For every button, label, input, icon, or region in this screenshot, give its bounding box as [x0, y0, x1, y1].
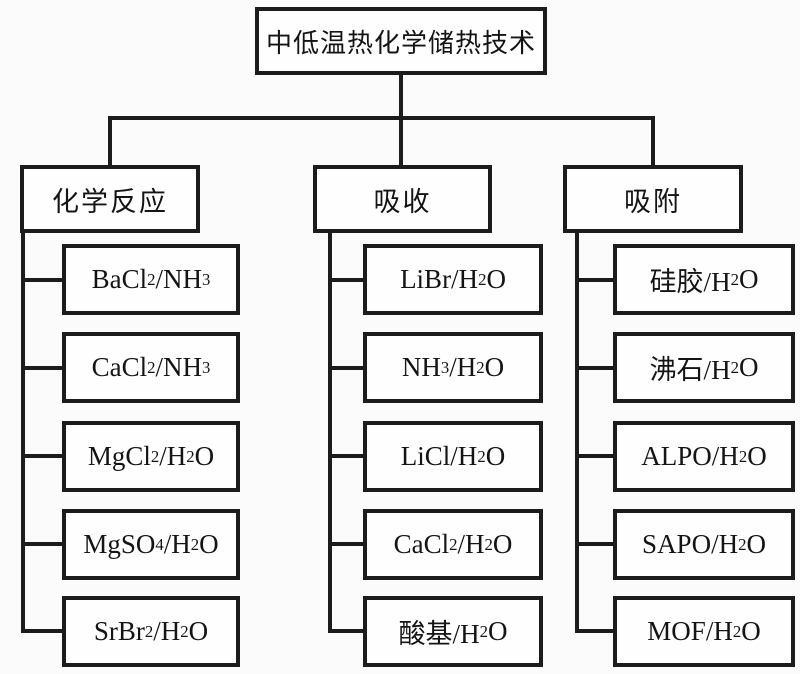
connector-stub-zeolite-h2o: [575, 366, 617, 370]
connector-trunk-adsorption: [575, 229, 579, 633]
connector-trunk-absorption: [328, 229, 332, 633]
connector-stub-cacl2-h2o: [328, 542, 367, 546]
connector-stub-mof-h2o: [575, 629, 617, 633]
connector-drop-chemical-reaction: [108, 116, 112, 165]
connector-top-horizontal: [108, 116, 655, 120]
connector-stub-nh3-h2o: [328, 366, 367, 370]
connector-stub-srbr2-h2o: [21, 629, 66, 633]
connector-stub-silica-gel-h2o: [575, 278, 617, 282]
branch-absorption: 吸收: [313, 165, 492, 233]
connector-stub-alpo-h2o: [575, 454, 617, 458]
connector-stub-libr-h2o: [328, 278, 367, 282]
connector-root-drop: [399, 75, 403, 165]
connector-stub-mgcl2-h2o: [21, 454, 66, 458]
connector-stub-bacl2-nh3: [21, 278, 66, 282]
connector-drop-adsorption: [651, 116, 655, 165]
connector-stub-acid-base-h2o: [328, 629, 367, 633]
branch-adsorption: 吸附: [563, 165, 743, 233]
connector-stub-cacl2-nh3: [21, 366, 66, 370]
connector-stub-sapo-h2o: [575, 542, 617, 546]
connector-stub-mgso4-h2o: [21, 542, 66, 546]
connector-stub-licl-h2o: [328, 454, 367, 458]
connector-trunk-chemical-reaction: [21, 229, 25, 633]
branch-chemical-reaction: 化学反应: [20, 165, 200, 233]
root-node: 中低温热化学储热技术: [255, 7, 547, 75]
